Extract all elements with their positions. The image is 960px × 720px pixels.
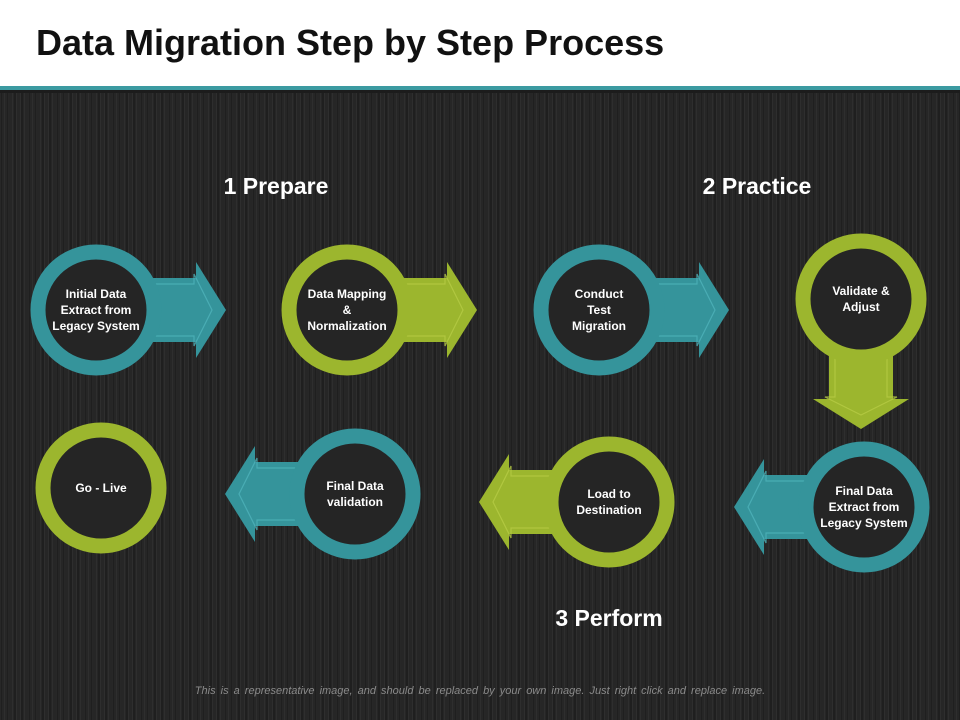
step-circle-4 [795,233,927,365]
page-title: Data Migration Step by Step Process [36,22,665,63]
step-arrow-3 [644,262,729,358]
step-arrow-2 [392,262,477,358]
step-arrow-1-highlight [148,273,213,347]
step-circle-5 [798,441,930,573]
header: Data Migration Step by Step Process [0,0,960,86]
footer-note: This is a representative image, and shou… [194,685,766,697]
step-circle-7 [289,428,421,560]
step-arrow-4 [813,344,909,429]
step-label-6: Load to Destination [576,487,642,517]
phase-label-practice: 2 Practice [702,173,812,199]
diagram-canvas: 1 Prepare 2 Practice 3 Perform Initial D… [0,93,960,720]
step-label-5: Final Data Extract from Legacy System [820,484,908,530]
step-arrow-7-highlight [238,457,303,531]
step-arrow-3-highlight [651,273,716,347]
phase-label-prepare: 1 Prepare [223,173,329,199]
step-label-1: Initial Data Extract from Legacy System [52,287,140,333]
step-label-3: Conduct Test Migration [572,287,626,333]
step-label-2: Data Mapping & Normalization [307,287,387,333]
step-label-4: Validate & Adjust [832,284,890,314]
step-arrow-6 [479,454,564,550]
step-circle-1 [30,244,162,376]
phase-label-perform: 3 Perform [555,605,663,631]
header-accent-rule [0,86,960,90]
step-arrow-5-highlight [747,470,812,544]
step-circle-8 [35,422,167,554]
step-circle-3 [533,244,665,376]
step-arrow-1 [141,262,226,358]
step-arrow-2-highlight [399,273,464,347]
step-label-8: Go - Live [75,481,127,495]
header-divider [0,90,960,93]
step-circle-6 [543,436,675,568]
step-arrow-7 [225,446,310,542]
step-arrow-5 [734,459,819,555]
step-circle-2 [281,244,413,376]
step-label-7: Final Data validation [326,479,384,509]
step-arrow-4-highlight [824,351,898,416]
process-flow [30,233,930,573]
step-arrow-6-highlight [492,465,557,539]
